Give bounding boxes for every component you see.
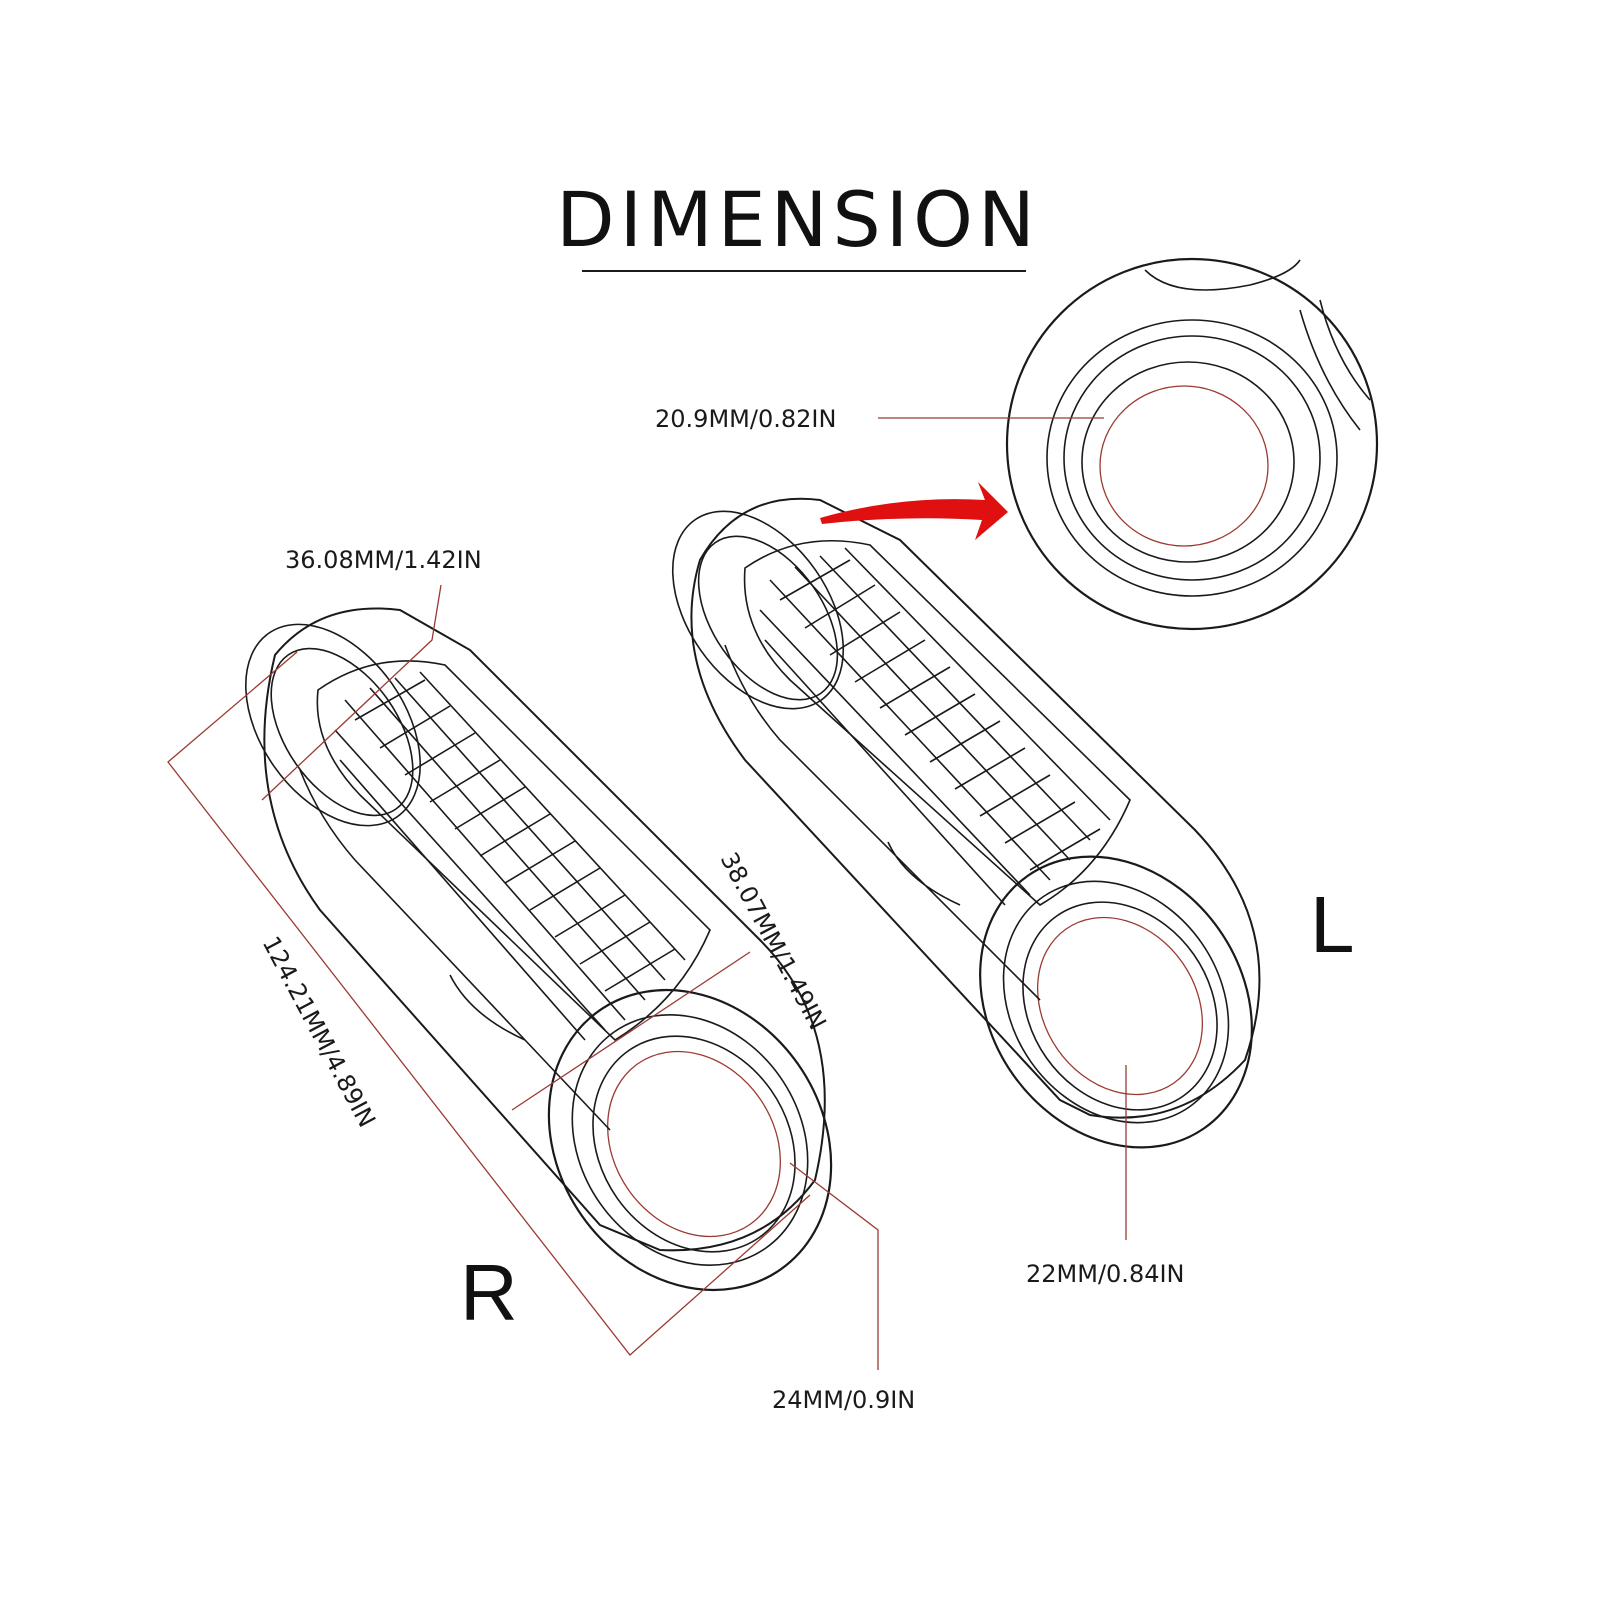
left-grip-drawing — [671, 497, 1261, 1149]
diagram-title: DIMENSION — [556, 175, 1040, 264]
left-grip-label: L — [1310, 880, 1355, 969]
right-grip-texture — [334, 671, 686, 1041]
dim-left-bore: 22MM/0.84IN — [1026, 1260, 1185, 1288]
dim-outer-end-diameter: 36.08MM/1.42IN — [285, 546, 482, 574]
right-grip-drawing — [244, 607, 833, 1292]
right-grip-label: R — [460, 1248, 518, 1337]
dim-right-bore: 24MM/0.9IN — [772, 1386, 915, 1414]
detail-arrow-icon — [820, 482, 1008, 540]
magnified-detail — [1005, 257, 1379, 631]
dim-inner-end-diameter: 20.9MM/0.82IN — [655, 405, 836, 433]
dim-length: 124.21MM/4.89IN — [257, 932, 381, 1132]
left-grip-texture — [759, 547, 1111, 906]
